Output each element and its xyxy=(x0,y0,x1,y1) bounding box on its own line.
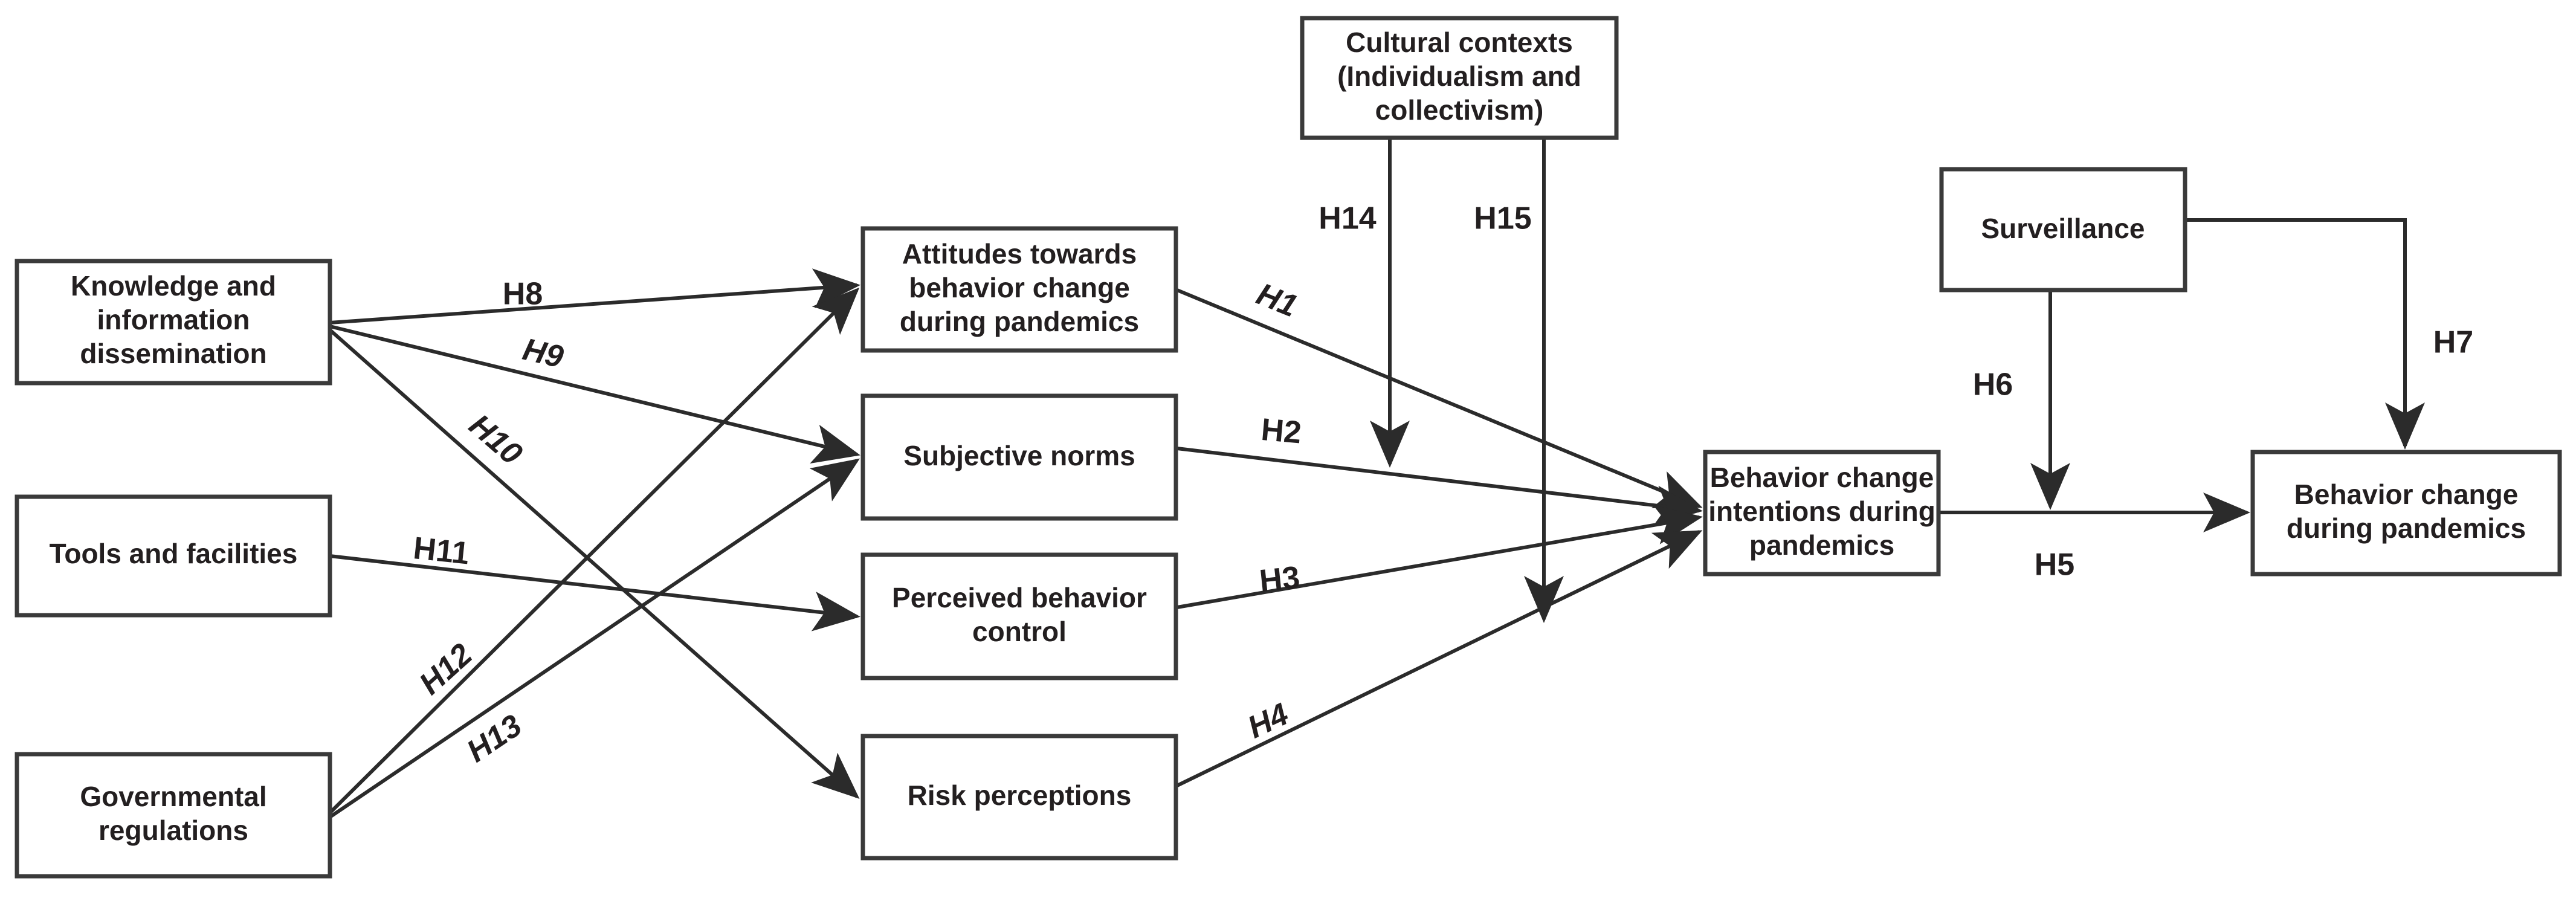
node-cultural-label-line2: (Individualism and xyxy=(1337,60,1581,92)
node-perceived-label-line2: control xyxy=(972,616,1067,647)
edge-label-h12: H12 xyxy=(413,637,479,702)
node-tools-box[interactable] xyxy=(15,494,332,618)
edge-label-h8: H8 xyxy=(503,277,543,312)
edge-h1 xyxy=(1176,288,1703,508)
node-knowledge[interactable]: Knowledge and information dissemination xyxy=(15,259,332,386)
edge-h3 xyxy=(1177,505,1703,609)
node-behavior-change-box[interactable] xyxy=(2250,450,2562,577)
node-perceived-behavior-control[interactable]: Perceived behavior control xyxy=(860,552,1178,680)
edge-label-h1: H1 xyxy=(1252,277,1302,325)
node-government-box[interactable] xyxy=(15,752,332,879)
node-subjective-norms-box[interactable] xyxy=(860,393,1178,521)
edge-label-h7: H7 xyxy=(2433,325,2473,360)
edge-h10 xyxy=(329,328,860,799)
node-attitudes-box[interactable] xyxy=(860,226,1178,353)
edge-h9 xyxy=(329,325,860,464)
edge-h12 xyxy=(328,287,860,815)
node-attitudes-label-line3: during pandemics xyxy=(900,306,1139,337)
node-surveillance-box[interactable] xyxy=(1939,167,2187,292)
node-attitudes-label-line2: behavior change xyxy=(909,272,1130,303)
node-risk-perceptions-box[interactable] xyxy=(860,734,1178,861)
node-knowledge-label-line1: Knowledge and xyxy=(71,270,276,302)
node-risk-perceptions[interactable]: Risk perceptions xyxy=(860,734,1178,861)
node-tools[interactable]: Tools and facilities xyxy=(15,494,332,618)
edge-label-h9: H9 xyxy=(520,332,567,375)
node-surveillance-label: Surveillance xyxy=(1981,213,2145,244)
edge-h8 xyxy=(329,268,860,325)
node-perceived-behavior-control-box[interactable] xyxy=(860,552,1178,680)
edge-label-h13: H13 xyxy=(460,708,528,769)
node-intentions-label-line3: pandemics xyxy=(1749,529,1894,561)
node-government-label-line2: regulations xyxy=(98,815,248,846)
edge-label-h6: H6 xyxy=(1973,367,2013,402)
node-knowledge-box[interactable] xyxy=(15,259,332,386)
node-behavior-label-line1: Behavior change xyxy=(2294,479,2519,510)
edge-label-h4: H4 xyxy=(1242,697,1294,746)
node-cultural-contexts[interactable]: Cultural contexts (Individualism and col… xyxy=(1300,16,1619,140)
node-intentions-label-line1: Behavior change xyxy=(1710,462,1934,493)
edge-label-h5: H5 xyxy=(2035,548,2074,583)
node-attitudes[interactable]: Attitudes towards behavior change during… xyxy=(860,226,1178,353)
edge-label-h10: H10 xyxy=(462,407,529,471)
edges-layer xyxy=(328,139,2425,819)
edge-label-h11: H11 xyxy=(412,531,471,571)
edge-label-h15: H15 xyxy=(1474,201,1531,236)
node-government-label-line1: Governmental xyxy=(80,781,266,812)
node-behavior-change-intentions-box[interactable] xyxy=(1703,450,1941,577)
node-surveillance[interactable]: Surveillance xyxy=(1939,167,2187,292)
nodes-layer: Knowledge and information dissemination … xyxy=(15,16,2562,879)
node-risk-perceptions-label: Risk perceptions xyxy=(908,780,1132,811)
node-attitudes-label-line1: Attitudes towards xyxy=(902,238,1137,270)
node-knowledge-label-line3: dissemination xyxy=(80,338,266,369)
edge-h11 xyxy=(329,554,860,632)
node-perceived-label-line1: Perceived behavior xyxy=(892,582,1147,613)
edge-h4 xyxy=(1176,530,1703,787)
node-intentions-label-line2: intentions during xyxy=(1708,496,1935,527)
node-behavior-change[interactable]: Behavior change during pandemics xyxy=(2250,450,2562,577)
node-subjective-norms[interactable]: Subjective norms xyxy=(860,393,1178,521)
node-cultural-contexts-box[interactable] xyxy=(1300,16,1619,140)
node-knowledge-label-line2: information xyxy=(97,304,250,335)
edge-h13 xyxy=(329,458,860,819)
node-tools-label: Tools and facilities xyxy=(50,538,298,569)
edge-label-h14: H14 xyxy=(1319,201,1376,236)
edge-h7 xyxy=(2186,218,2425,450)
edge-label-h2: H2 xyxy=(1260,412,1303,451)
node-cultural-label-line1: Cultural contexts xyxy=(1346,27,1573,58)
edge-h2 xyxy=(1177,447,1703,526)
edge-label-h3: H3 xyxy=(1258,560,1302,599)
node-cultural-label-line3: collectivism) xyxy=(1375,94,1544,126)
node-behavior-change-intentions[interactable]: Behavior change intentions during pandem… xyxy=(1703,450,1941,577)
node-behavior-label-line2: during pandemics xyxy=(2287,512,2526,544)
node-subjective-norms-label: Subjective norms xyxy=(903,440,1135,471)
node-government[interactable]: Governmental regulations xyxy=(15,752,332,879)
